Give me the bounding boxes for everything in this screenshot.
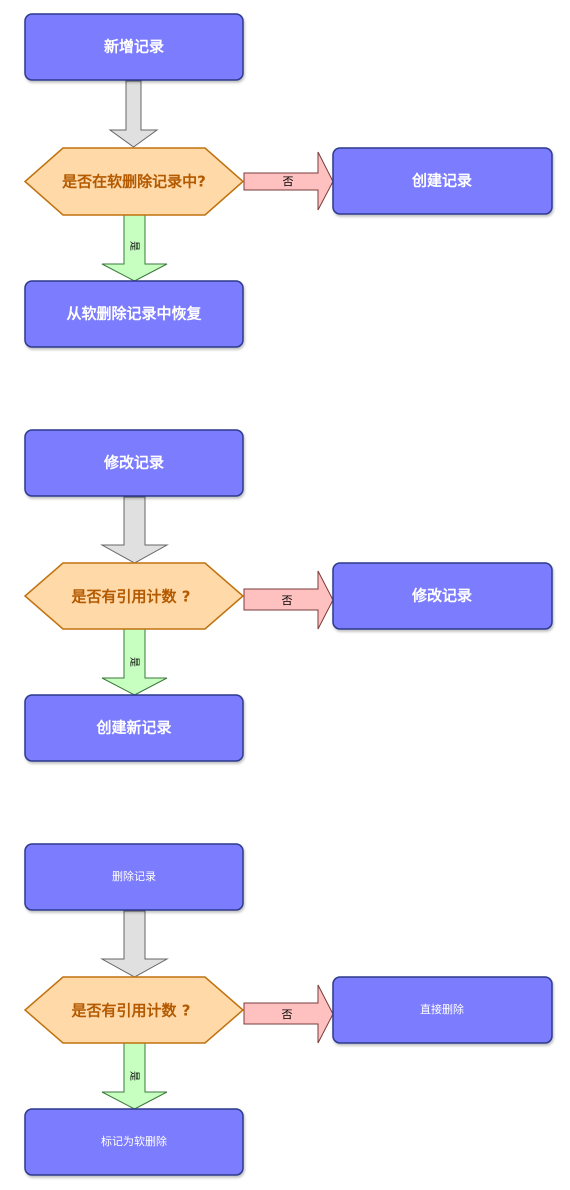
no-target-box[interactable] [332,147,553,215]
start-box-label: 新增记录 [104,38,164,56]
start-box[interactable] [24,13,244,81]
flow-add-record: 新增记录 否 是 是否在软删除记录中? 创建记录 从软删除记录中恢复 [23,13,553,348]
decision-label: 是否有引用计数 ? [71,588,191,606]
no-target-label: 创建记录 [411,172,472,190]
yes-arrow [101,628,168,696]
yes-label: 是 [128,241,140,251]
flow-delete-record: 删除记录 否 是 是否有引用计数 ? 直接删除 标记为软删除 [23,843,553,1176]
no-arrow [243,570,334,630]
yes-arrow [101,1042,168,1110]
down-arrow [100,496,169,564]
no-target-box[interactable] [332,976,553,1044]
yes-target-box[interactable] [24,1108,244,1176]
start-box[interactable] [24,429,244,497]
yes-label: 是 [128,657,140,667]
decision-hexagon[interactable] [23,562,245,630]
flow-modify-record: 修改记录 否 是 是否有引用计数 ? 修改记录 创建新记录 [23,429,553,762]
no-label: 否 [282,1008,293,1021]
no-target-box[interactable] [332,562,553,630]
decision-label: 是否有引用计数 ? [71,1002,191,1020]
down-arrow [100,910,169,978]
yes-target-box[interactable] [24,694,244,762]
decision-hexagon[interactable] [23,976,245,1044]
down-arrow [108,80,159,148]
no-target-label: 直接删除 [420,1002,464,1016]
decision-label: 是否在软删除记录中? [61,173,206,191]
decision-hexagon[interactable] [23,147,245,216]
no-arrow [243,984,334,1044]
yes-target-label: 从软删除记录中恢复 [66,305,202,323]
yes-target-label: 创建新记录 [95,719,171,737]
no-label: 否 [283,175,294,188]
no-target-label: 修改记录 [411,587,472,605]
start-box-label: 修改记录 [103,454,164,472]
yes-label: 是 [128,1071,140,1081]
yes-arrow [101,214,168,282]
start-box[interactable] [24,843,244,911]
yes-target-label: 标记为软删除 [101,1134,167,1148]
no-arrow [243,151,334,211]
start-box-label: 删除记录 [112,869,156,883]
no-label: 否 [282,594,293,607]
yes-target-box[interactable] [24,280,244,348]
